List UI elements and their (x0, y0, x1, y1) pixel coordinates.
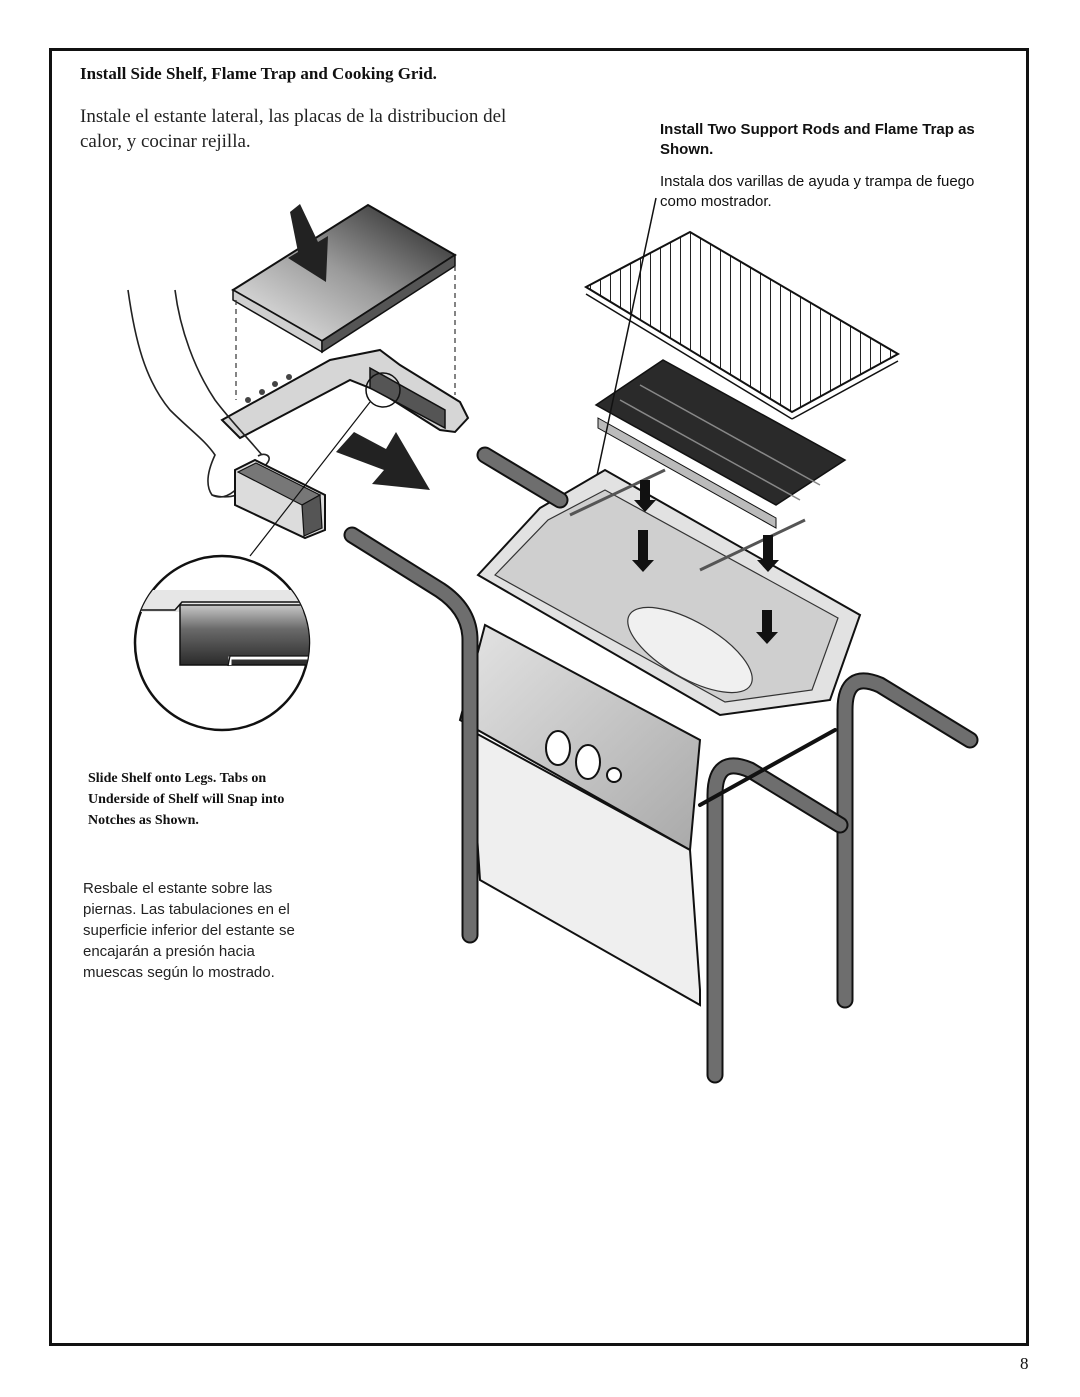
burner-knob-icon (545, 730, 571, 766)
side-shelf-panel (231, 203, 457, 400)
grill-legs (343, 446, 979, 1084)
page-number: 8 (1020, 1354, 1029, 1373)
page-title: Install Side Shelf, Flame Trap and Cooki… (80, 64, 437, 83)
down-arrow-icon (288, 204, 328, 282)
support-rods-instruction-spanish: Instala dos varillas de ayuda y trampa d… (660, 173, 975, 210)
notch-detail-circle (133, 554, 311, 732)
support-rod-pointer (595, 197, 657, 481)
grill-firebox (476, 468, 862, 717)
slide-shelf-instruction-spanish: Resbale el estante sobre las piernas. La… (83, 880, 295, 981)
right-arrow-icon (336, 432, 430, 490)
detail-callout-lines (249, 372, 401, 557)
control-panel (458, 623, 702, 852)
igniter-button-icon (606, 767, 622, 783)
page-frame (49, 48, 1029, 1346)
support-rods-instruction-english: Install Two Support Rods and Flame Trap … (660, 121, 975, 158)
flame-trap-plates (594, 359, 847, 529)
burner-knob-icon-2 (575, 744, 601, 780)
shelf-end-cap (234, 458, 326, 540)
cooking-grid (583, 230, 901, 420)
page-subtitle-spanish: Instale el estante lateral, las placas d… (80, 106, 507, 152)
shelf-frame (220, 348, 470, 440)
slide-shelf-instruction-english: Slide Shelf onto Legs. Tabs on Underside… (88, 771, 285, 828)
